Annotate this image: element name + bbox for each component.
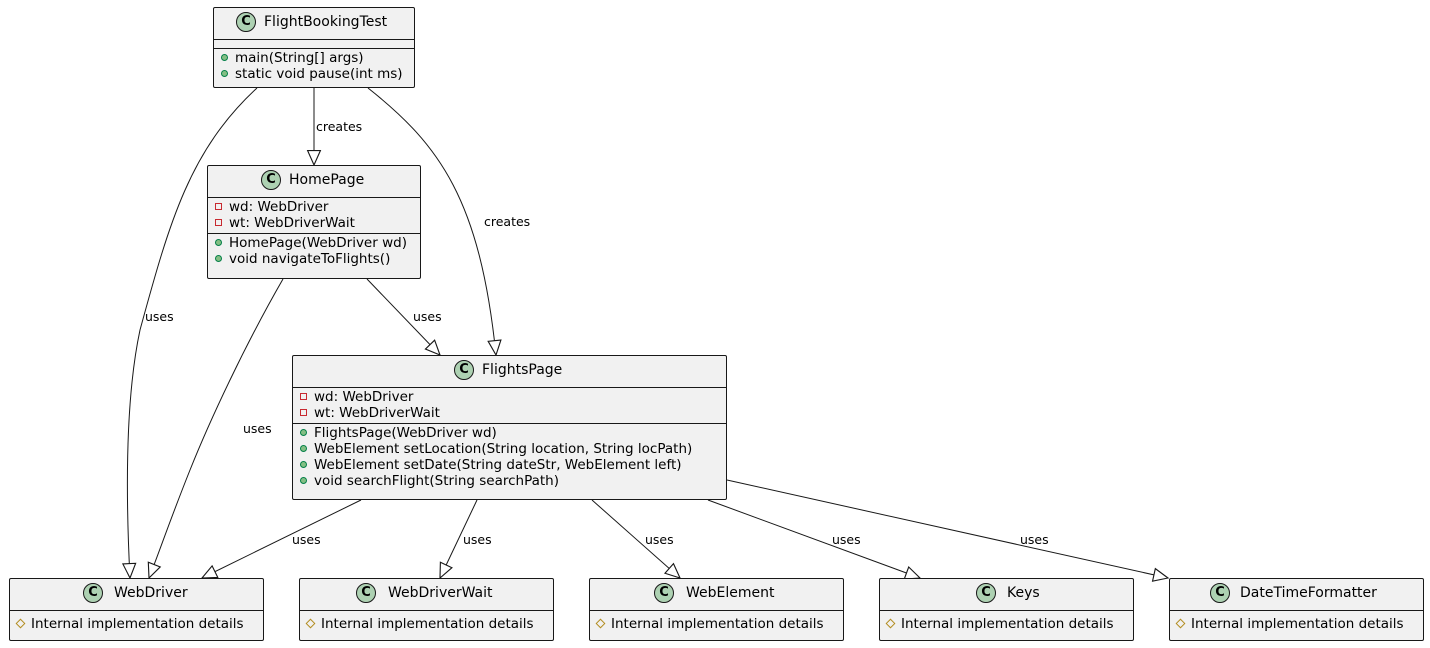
protected-visibility-icon bbox=[1175, 618, 1186, 629]
edge-label-uses-flightspage-webdriverwait: uses bbox=[463, 532, 492, 547]
edge-label-uses-flightspage-datetimeformatter: uses bbox=[1020, 532, 1049, 547]
class-flightspage: C FlightsPage wd: WebDriver wt: WebDrive… bbox=[292, 355, 727, 500]
class-name: WebDriver bbox=[114, 585, 188, 601]
class-name: DateTimeFormatter bbox=[1240, 585, 1377, 601]
methods-section: HomePage(WebDriver wd) void navigateToFl… bbox=[208, 234, 420, 269]
attribute-item: wd: WebDriver bbox=[214, 199, 420, 215]
protected-visibility-icon bbox=[595, 618, 606, 629]
public-visibility-icon bbox=[215, 239, 222, 246]
class-icon: C bbox=[1210, 583, 1230, 603]
methods-section: FlightsPage(WebDriver wd) WebElement set… bbox=[293, 424, 726, 491]
attributes-section bbox=[214, 40, 414, 49]
edge-flightspage-datetimeformatter bbox=[726, 479, 1168, 578]
class-name: FlightBookingTest bbox=[264, 14, 388, 30]
private-visibility-icon bbox=[300, 409, 307, 416]
class-header: C Keys bbox=[880, 579, 1133, 611]
class-webdriverwait: C WebDriverWait Internal implementation … bbox=[299, 578, 554, 641]
attributes-section: wd: WebDriver wt: WebDriverWait bbox=[208, 198, 420, 234]
public-visibility-icon bbox=[215, 255, 222, 262]
method-item: void searchFlight(String searchPath) bbox=[299, 473, 726, 489]
class-name: WebDriverWait bbox=[388, 585, 493, 601]
class-homepage: C HomePage wd: WebDriver wt: WebDriverWa… bbox=[207, 165, 421, 279]
attributes-section: Internal implementation details bbox=[590, 611, 843, 634]
attribute-item: Internal implementation details bbox=[595, 616, 843, 632]
attribute-item: wt: WebDriverWait bbox=[299, 405, 726, 421]
private-visibility-icon bbox=[215, 219, 222, 226]
edge-label-creates-homepage: creates bbox=[316, 119, 363, 134]
attribute-item: Internal implementation details bbox=[15, 616, 263, 632]
attributes-section: Internal implementation details bbox=[300, 611, 553, 634]
edge-flightspage-keys bbox=[707, 499, 920, 578]
method-item: static void pause(int ms) bbox=[220, 66, 414, 82]
public-visibility-icon bbox=[300, 477, 307, 484]
method-item: WebElement setDate(String dateStr, WebEl… bbox=[299, 457, 726, 473]
attributes-section: Internal implementation details bbox=[1170, 611, 1423, 634]
public-visibility-icon bbox=[300, 445, 307, 452]
attribute-item: wd: WebDriver bbox=[299, 389, 726, 405]
class-header: C HomePage bbox=[208, 166, 420, 198]
method-item: void navigateToFlights() bbox=[214, 251, 420, 267]
edge-label-uses-flightspage-keys: uses bbox=[832, 532, 861, 547]
class-keys: C Keys Internal implementation details bbox=[879, 578, 1134, 641]
public-visibility-icon bbox=[300, 429, 307, 436]
public-visibility-icon bbox=[300, 461, 307, 468]
class-header: C WebDriverWait bbox=[300, 579, 553, 611]
class-name: Keys bbox=[1007, 585, 1040, 601]
edge-label-uses-homepage-flightspage: uses bbox=[413, 309, 442, 324]
attribute-item: Internal implementation details bbox=[305, 616, 553, 632]
public-visibility-icon bbox=[221, 54, 228, 61]
protected-visibility-icon bbox=[305, 618, 316, 629]
method-item: main(String[] args) bbox=[220, 50, 414, 66]
class-header: C WebElement bbox=[590, 579, 843, 611]
method-item: FlightsPage(WebDriver wd) bbox=[299, 425, 726, 441]
edge-label-uses-homepage-webdriver: uses bbox=[243, 421, 272, 436]
edge-label-uses-flightspage-webelement: uses bbox=[645, 532, 674, 547]
edge-homepage-webdriver bbox=[149, 278, 284, 578]
class-icon: C bbox=[654, 583, 674, 603]
private-visibility-icon bbox=[215, 203, 222, 210]
class-name: FlightsPage bbox=[482, 362, 563, 378]
attribute-item: wt: WebDriverWait bbox=[214, 215, 420, 231]
class-header: C FlightBookingTest bbox=[214, 8, 414, 40]
edge-label-creates-flightspage: creates bbox=[484, 214, 531, 229]
class-icon: C bbox=[454, 360, 474, 380]
class-icon: C bbox=[356, 583, 376, 603]
edge-label-uses-flightspage-webdriver: uses bbox=[292, 532, 321, 547]
edge-homepage-flightspage bbox=[366, 278, 440, 355]
attributes-section: Internal implementation details bbox=[10, 611, 263, 634]
method-item: HomePage(WebDriver wd) bbox=[214, 235, 420, 251]
attributes-section: wd: WebDriver wt: WebDriverWait bbox=[293, 388, 726, 424]
edge-flightbookingtest-flightspage bbox=[367, 87, 496, 355]
edge-flightspage-webdriverwait bbox=[440, 499, 478, 578]
edge-flightspage-webelement bbox=[591, 499, 680, 578]
attributes-section: Internal implementation details bbox=[880, 611, 1133, 634]
protected-visibility-icon bbox=[15, 618, 26, 629]
edge-flightbookingtest-webdriver bbox=[127, 87, 258, 578]
attribute-item: Internal implementation details bbox=[1175, 616, 1423, 632]
class-icon: C bbox=[261, 170, 281, 190]
class-name: WebElement bbox=[686, 585, 775, 601]
class-name: HomePage bbox=[289, 172, 365, 188]
class-datetimeformatter: C DateTimeFormatter Internal implementat… bbox=[1169, 578, 1424, 641]
public-visibility-icon bbox=[221, 70, 228, 77]
class-webdriver: C WebDriver Internal implementation deta… bbox=[9, 578, 264, 641]
method-item: WebElement setLocation(String location, … bbox=[299, 441, 726, 457]
private-visibility-icon bbox=[300, 393, 307, 400]
class-header: C WebDriver bbox=[10, 579, 263, 611]
methods-section: main(String[] args) static void pause(in… bbox=[214, 49, 414, 84]
protected-visibility-icon bbox=[885, 618, 896, 629]
class-icon: C bbox=[83, 583, 103, 603]
class-icon: C bbox=[236, 12, 256, 32]
class-webelement: C WebElement Internal implementation det… bbox=[589, 578, 844, 641]
class-header: C FlightsPage bbox=[293, 356, 726, 388]
edge-flightspage-webdriver bbox=[202, 499, 362, 578]
class-flightbookingtest: C FlightBookingTest main(String[] args) … bbox=[213, 7, 415, 88]
attribute-item: Internal implementation details bbox=[885, 616, 1133, 632]
class-icon: C bbox=[976, 583, 996, 603]
edge-label-uses-fbt-webdriver: uses bbox=[145, 309, 174, 324]
class-header: C DateTimeFormatter bbox=[1170, 579, 1423, 611]
